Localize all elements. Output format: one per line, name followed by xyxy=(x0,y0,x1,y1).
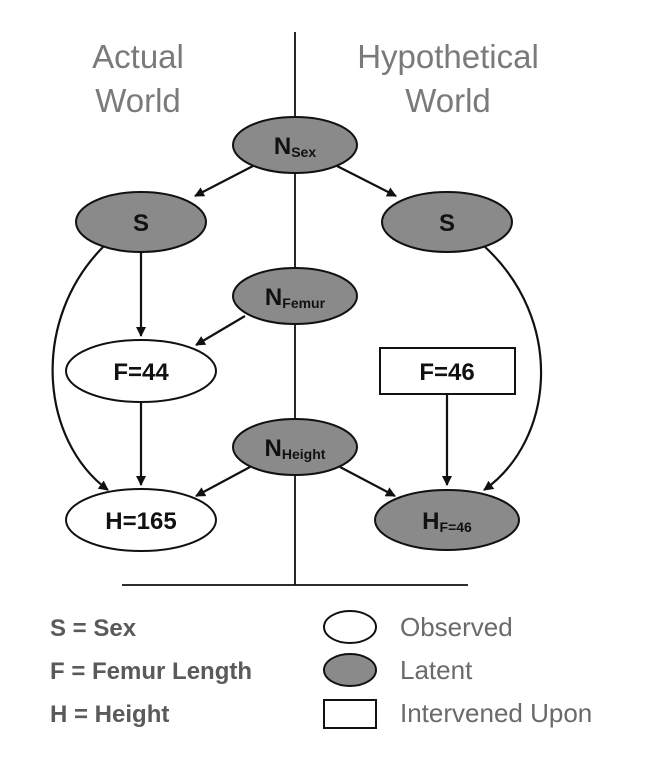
node-n-height xyxy=(232,418,358,476)
legend-observed-symbol xyxy=(323,610,377,644)
node-n-sex-label: NSex xyxy=(274,133,316,160)
edge-s-to-h-hypo xyxy=(483,245,543,491)
node-f-actual-label: F=44 xyxy=(113,359,169,386)
legend-observed-label: Observed xyxy=(400,612,513,642)
edge-s-to-h-actual xyxy=(51,245,109,491)
legend-intervened-symbol xyxy=(323,699,377,729)
edge-nheight-to-h-actual xyxy=(195,466,251,497)
node-n-femur-label: NFemur xyxy=(265,284,326,311)
node-h-hypo xyxy=(374,489,520,551)
legend-key-height: H = Height xyxy=(50,701,169,728)
edge-nsex-to-s-hypo xyxy=(336,165,397,197)
hypothetical-world-title-line2: World xyxy=(405,82,491,119)
legend-key-femur: F = Femur Length xyxy=(50,658,252,685)
node-h-actual-label: H=165 xyxy=(105,508,176,535)
legend-latent-symbol xyxy=(323,653,377,687)
legend-latent-label: Latent xyxy=(400,655,473,685)
actual-world-title-line2: World xyxy=(95,82,181,119)
hypothetical-world-title-line1: Hypothetical xyxy=(357,38,539,75)
node-n-sex xyxy=(232,116,358,174)
node-s-hypo-label: S xyxy=(439,210,455,237)
node-h-hypo-label: HF=46 xyxy=(422,508,472,535)
node-f-hypo xyxy=(379,347,516,395)
node-s-actual xyxy=(75,191,207,253)
node-s-hypo xyxy=(381,191,513,253)
node-n-height-label: NHeight xyxy=(265,435,326,462)
node-f-actual xyxy=(65,339,217,403)
node-f-hypo-label: F=46 xyxy=(419,359,474,386)
node-s-actual-label: S xyxy=(133,210,149,237)
edge-nheight-to-h-hypo xyxy=(339,466,396,497)
edge-nfemur-to-f-actual xyxy=(195,315,246,346)
legend-key-sex: S = Sex xyxy=(50,615,137,642)
edge-nsex-to-s-actual xyxy=(194,165,254,197)
node-n-femur xyxy=(232,267,358,325)
legend-intervened-label: Intervened Upon xyxy=(400,698,592,728)
actual-world-title-line1: Actual xyxy=(92,38,184,75)
node-h-actual xyxy=(65,488,217,552)
